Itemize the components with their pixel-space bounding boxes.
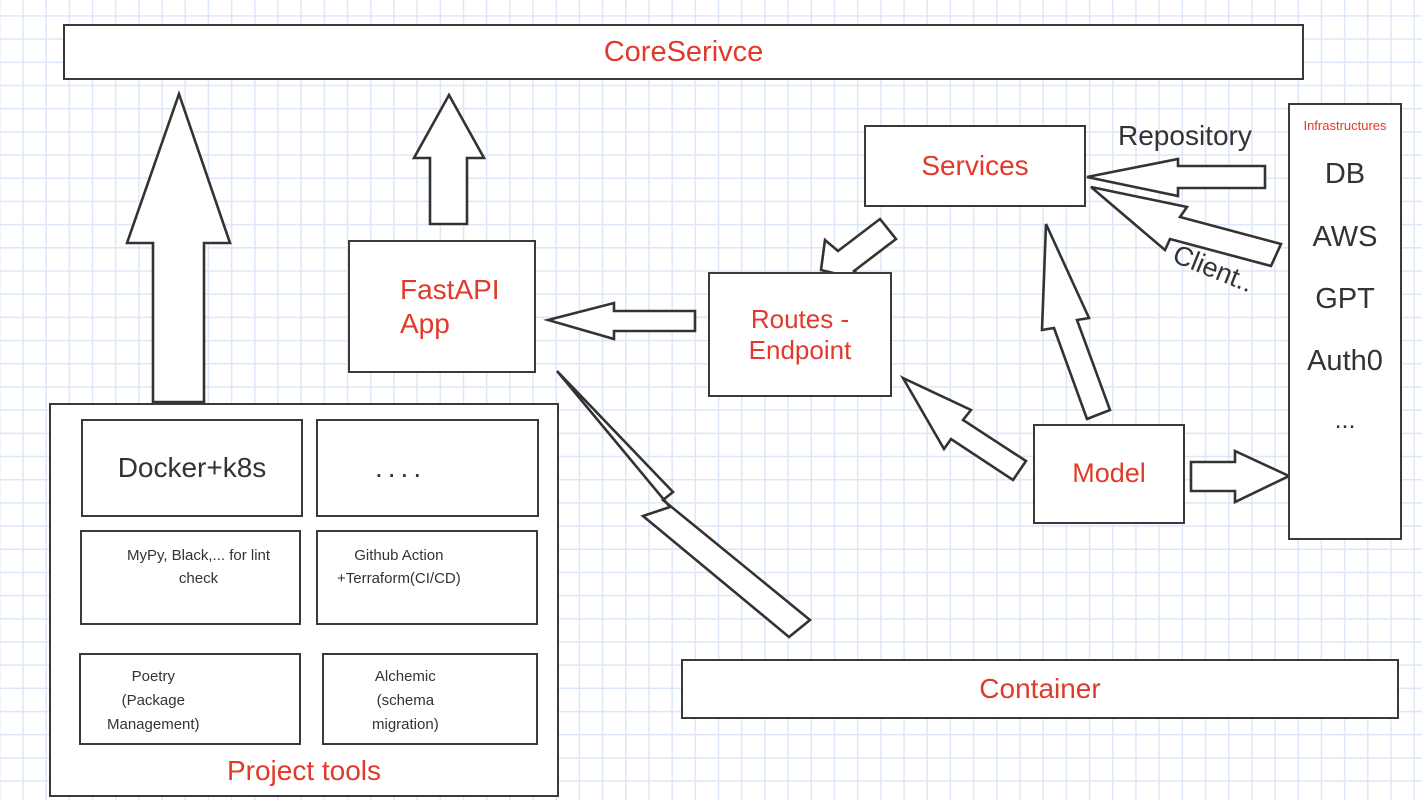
fastapi-app-label-line1: FastAPI [400,274,500,306]
tool-ci-cd-line1: Github Action [354,547,444,564]
arrow-container-to-fastapi-app [556,370,813,639]
arrow-project-tools-to-core-service [125,90,232,404]
tool-more-label: .... [375,452,427,484]
edge-label-repository: Repository [1118,120,1252,151]
arrow-routes-to-fastapi-app [543,301,697,341]
tool-alembic-line2: (schema [376,692,435,709]
arrow-fastapi-app-to-core-service [411,92,487,226]
tool-lint-label: MyPy, Black,... for lint check [126,547,271,588]
arrow-model-to-services [1040,223,1112,421]
tool-alembic-line1: Alchemic [374,668,436,685]
infrastructure-item-more: ... [1334,406,1356,435]
tool-ci-cd-line2: +Terraform(CI/CD) [337,570,461,588]
arrow-repository-to-services [1086,157,1267,198]
edge-label-client: Client.. [1168,239,1258,299]
infrastructure-item-aws: AWS [1312,220,1378,253]
services-label: Services [921,150,1029,182]
arrow-model-to-routes [899,375,1028,482]
container-label: Container [979,673,1101,705]
infrastructure-item-db: DB [1324,158,1366,191]
infrastructures-box[interactable]: Infrastructures DB AWS GPT Auth0 ... [1288,103,1402,540]
routes-label-line2: Endpoint [748,334,852,365]
tool-poetry-line3: Management) [107,716,200,733]
tool-alembic-line3: migration) [372,716,439,733]
tool-ci-cd-box[interactable]: Github Action +Terraform(CI/CD) [316,530,538,625]
routes-endpoint-box[interactable]: Routes - Endpoint [708,272,892,397]
model-box[interactable]: Model [1033,424,1185,524]
tool-poetry-label: Poetry (Package Management) [107,665,200,737]
tool-alembic-label: Alchemic (schema migration) [372,665,439,737]
tool-alembic-box[interactable]: Alchemic (schema migration) [322,653,538,745]
tool-lint-box[interactable]: MyPy, Black,... for lint check [80,530,301,625]
container-box[interactable]: Container [681,659,1399,719]
tool-docker-box[interactable]: Docker+k8s [81,419,303,517]
infrastructure-item-auth0: Auth0 [1307,344,1383,377]
tool-ci-cd-label: Github Action +Terraform(CI/CD) [337,544,461,591]
tool-more-box[interactable]: .... [316,419,539,517]
model-label: Model [1072,458,1146,489]
core-service-box[interactable]: CoreSerivce [63,24,1304,80]
tool-docker-label: Docker+k8s [117,452,267,484]
fastapi-app-box[interactable]: FastAPI App [348,240,536,373]
infrastructures-title: Infrastructures [1303,118,1387,133]
tool-poetry-line1: Poetry [131,668,175,685]
core-service-label: CoreSerivce [603,35,764,68]
infrastructure-item-gpt: GPT [1315,282,1375,315]
services-box[interactable]: Services [864,125,1086,207]
fastapi-app-label-line2: App [400,307,450,339]
project-tools-title: Project tools [226,754,382,786]
tool-poetry-line2: (Package [121,692,185,709]
routes-label-line1: Routes - [750,303,850,334]
project-tools-box[interactable]: Docker+k8s .... MyPy, Black,... for lint… [49,403,559,797]
tool-poetry-box[interactable]: Poetry (Package Management) [79,653,301,745]
arrow-model-to-infrastructures [1189,448,1293,505]
